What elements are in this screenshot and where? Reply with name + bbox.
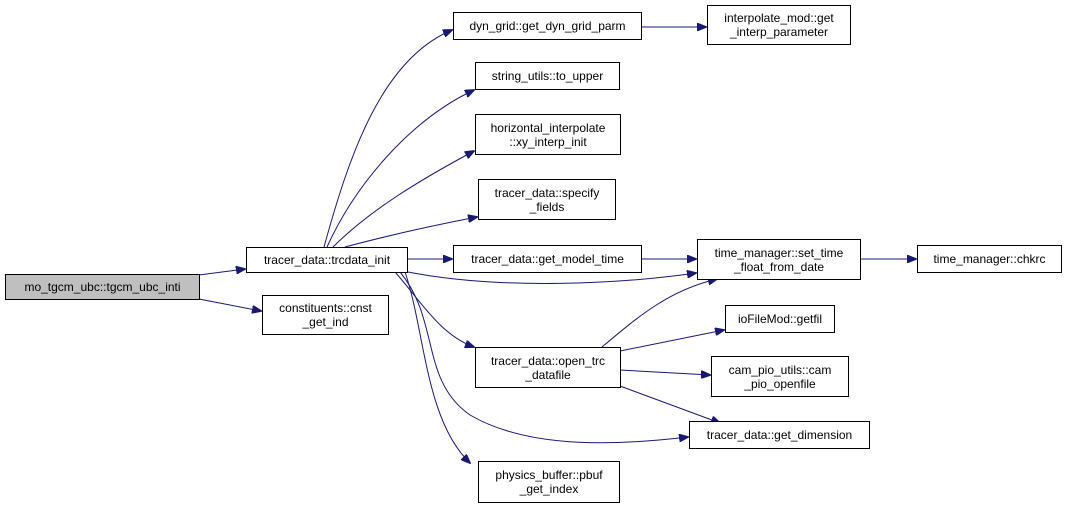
node-set-time-float-from-date-label: time_manager::set_time _float_from_date <box>714 245 844 274</box>
node-pbuf-get-index[interactable]: physics_buffer::pbuf _get_index <box>478 461 620 503</box>
node-root-tgcm-ubc-inti: mo_tgcm_ubc::tgcm_ubc_inti <box>5 274 200 300</box>
node-cnst-get-ind-label: constituents::cnst _get_ind <box>279 301 372 329</box>
edge-trcdata-set-time <box>407 272 696 284</box>
node-root-label: mo_tgcm_ubc::tgcm_ubc_inti <box>24 280 181 294</box>
edge-root-trcdata-init <box>198 269 245 276</box>
node-get-interp-parameter-label: interpolate_mod::get _interp_parameter <box>724 11 834 39</box>
edge-trcdata-pbuf-get-index <box>404 271 470 463</box>
node-get-dyn-grid-parm-label: dyn_grid::get_dyn_grid_parm <box>469 19 626 33</box>
node-xy-interp-init-label: horizontal_interpolate ::xy_interp_init <box>490 120 606 149</box>
node-specify-fields[interactable]: tracer_data::specify _fields <box>478 179 616 220</box>
node-chkrc[interactable]: time_manager::chkrc <box>917 245 1062 273</box>
node-trcdata-init-label: tracer_data::trcdata_init <box>263 253 391 267</box>
node-cam-pio-openfile-label: cam_pio_utils::cam _pio_openfile <box>728 362 832 391</box>
node-getfil[interactable]: ioFileMod::getfil <box>725 305 835 333</box>
node-to-upper[interactable]: string_utils::to_upper <box>475 62 620 90</box>
node-to-upper-label: string_utils::to_upper <box>491 69 604 83</box>
node-get-dyn-grid-parm[interactable]: dyn_grid::get_dyn_grid_parm <box>453 12 642 40</box>
edge-trcdata-specify-fields <box>344 217 477 248</box>
edge-trcdata-xy-interp-init <box>332 151 474 248</box>
edge-open-trc-getfil <box>619 330 724 352</box>
edge-trcdata-get-dyn-grid-parm <box>323 30 452 248</box>
node-specify-fields-label: tracer_data::specify _fields <box>494 185 600 214</box>
node-cam-pio-openfile[interactable]: cam_pio_utils::cam _pio_openfile <box>711 356 849 397</box>
node-get-dimension-label: tracer_data::get_dimension <box>706 428 853 442</box>
node-trcdata-init[interactable]: tracer_data::trcdata_init <box>246 247 408 273</box>
edge-open-trc-cam-pio-openfile <box>619 369 710 375</box>
node-get-dimension[interactable]: tracer_data::get_dimension <box>689 421 870 449</box>
node-pbuf-get-index-label: physics_buffer::pbuf _get_index <box>495 468 603 496</box>
edge-trcdata-get-dimension <box>399 271 688 444</box>
edge-open-trc-get-dimension <box>619 385 720 423</box>
node-open-trc-datafile[interactable]: tracer_data::open_trc _datafile <box>475 347 621 388</box>
node-get-model-time-label: tracer_data::get_model_time <box>471 252 624 266</box>
node-getfil-label: ioFileMod::getfil <box>737 312 823 326</box>
node-chkrc-label: time_manager::chkrc <box>933 252 1046 266</box>
edge-trcdata-open-trc-datafile <box>394 271 474 347</box>
node-get-interp-parameter[interactable]: interpolate_mod::get _interp_parameter <box>707 5 851 45</box>
node-cnst-get-ind[interactable]: constituents::cnst _get_ind <box>262 295 389 335</box>
edge-root-cnst-get-ind <box>198 298 261 311</box>
node-set-time-float-from-date[interactable]: time_manager::set_time _float_from_date <box>697 239 861 280</box>
edge-open-trc-set-time <box>601 279 717 348</box>
node-xy-interp-init[interactable]: horizontal_interpolate ::xy_interp_init <box>475 114 621 155</box>
edge-trcdata-to-upper <box>326 90 474 248</box>
node-open-trc-datafile-label: tracer_data::open_trc _datafile <box>490 353 606 382</box>
node-get-model-time[interactable]: tracer_data::get_model_time <box>453 245 642 273</box>
